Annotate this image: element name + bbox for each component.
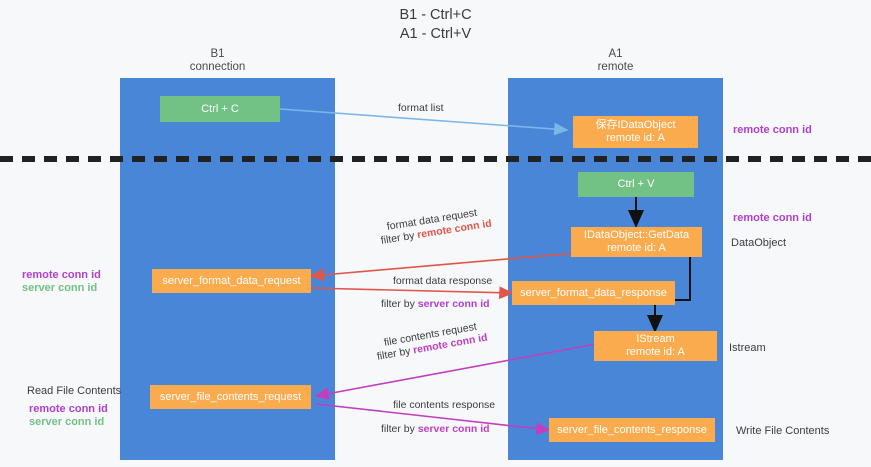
annotation-write-file-contents: Write File Contents [736,425,830,437]
annotation-istream: Istream [729,342,766,354]
node-ctrl-c-label: Ctrl + C [201,102,239,115]
edge-label-format-data-response-filter: filter by server conn id [381,298,490,311]
page-title: B1 - Ctrl+C A1 - Ctrl+V [0,6,871,44]
edge-label-file-contents-response: file contents response [393,399,496,411]
node-istream-label: IStream [636,333,675,345]
node-server-format-data-request-label: server_format_data_request [162,274,301,287]
node-ctrl-v[interactable]: Ctrl + V [578,172,694,197]
node-istream-sub: remote id: A [626,346,685,358]
node-istream[interactable]: IStream remote id: A [594,331,717,361]
annotation-remote-conn-id-top: remote conn id [733,124,812,136]
annotation-left-server-conn-id-mid: server conn id [22,282,98,294]
node-server-file-contents-request-label: server_file_contents_request [159,390,302,403]
annotation-dataobject: DataObject [731,237,787,249]
title-line-2: A1 - Ctrl+V [399,26,472,42]
node-idataobject-getdata[interactable]: IDataObject::GetData remote id: A [571,227,702,257]
node-ctrl-c[interactable]: Ctrl + C [160,96,280,122]
column-header-a1-sub: remote [597,61,634,73]
node-save-idataobject-label: 保存IDataObject [595,119,676,131]
edge-label-format-data-response: format data response [393,275,493,287]
column-header-b1-name: B1 [210,48,225,60]
node-save-idataobject[interactable]: 保存IDataObject remote id: A [573,116,698,148]
node-idataobject-getdata-sub: remote id: A [607,242,666,254]
filter-prefix: filter by [376,344,415,363]
filter-value-server-conn-id: server conn id [417,423,490,435]
annotation-left-server-conn-id-bottom: server conn id [29,416,105,428]
node-save-idataobject-sub: remote id: A [606,132,665,144]
title-line-1: B1 - Ctrl+C [399,7,472,23]
node-server-format-data-response[interactable]: server_format_data_response [512,281,675,305]
node-server-format-data-response-label: server_format_data_response [520,286,667,299]
annotation-read-file-contents: Read File Contents [27,385,122,397]
node-server-format-data-request[interactable]: server_format_data_request [152,269,311,293]
annotation-remote-conn-id-mid: remote conn id [733,212,812,224]
filter-prefix: filter by [380,229,419,247]
node-server-file-contents-request[interactable]: server_file_contents_request [150,385,311,409]
edge-label-format-list: format list [398,102,444,114]
column-header-b1-sub: connection [189,61,246,73]
node-ctrl-v-label: Ctrl + V [617,178,655,190]
node-server-file-contents-response[interactable]: server_file_contents_response [549,418,715,442]
column-header-a1-name: A1 [608,48,623,60]
filter-value-server-conn-id: server conn id [417,298,490,310]
column-header-b1: B1 connection [150,48,285,74]
node-idataobject-getdata-label: IDataObject::GetData [583,229,690,241]
annotation-left-remote-conn-id-bottom: remote conn id [29,403,108,415]
annotation-left-remote-conn-id-mid: remote conn id [22,269,101,281]
node-server-file-contents-response-label: server_file_contents_response [557,423,707,436]
filter-prefix: filter by [381,298,418,310]
filter-prefix: filter by [381,423,418,435]
column-header-a1: A1 remote [548,48,683,74]
connector-format-data-response [310,286,514,300]
edge-label-file-contents-response-filter: filter by server conn id [381,423,490,436]
divider-dashed-line [0,156,871,162]
